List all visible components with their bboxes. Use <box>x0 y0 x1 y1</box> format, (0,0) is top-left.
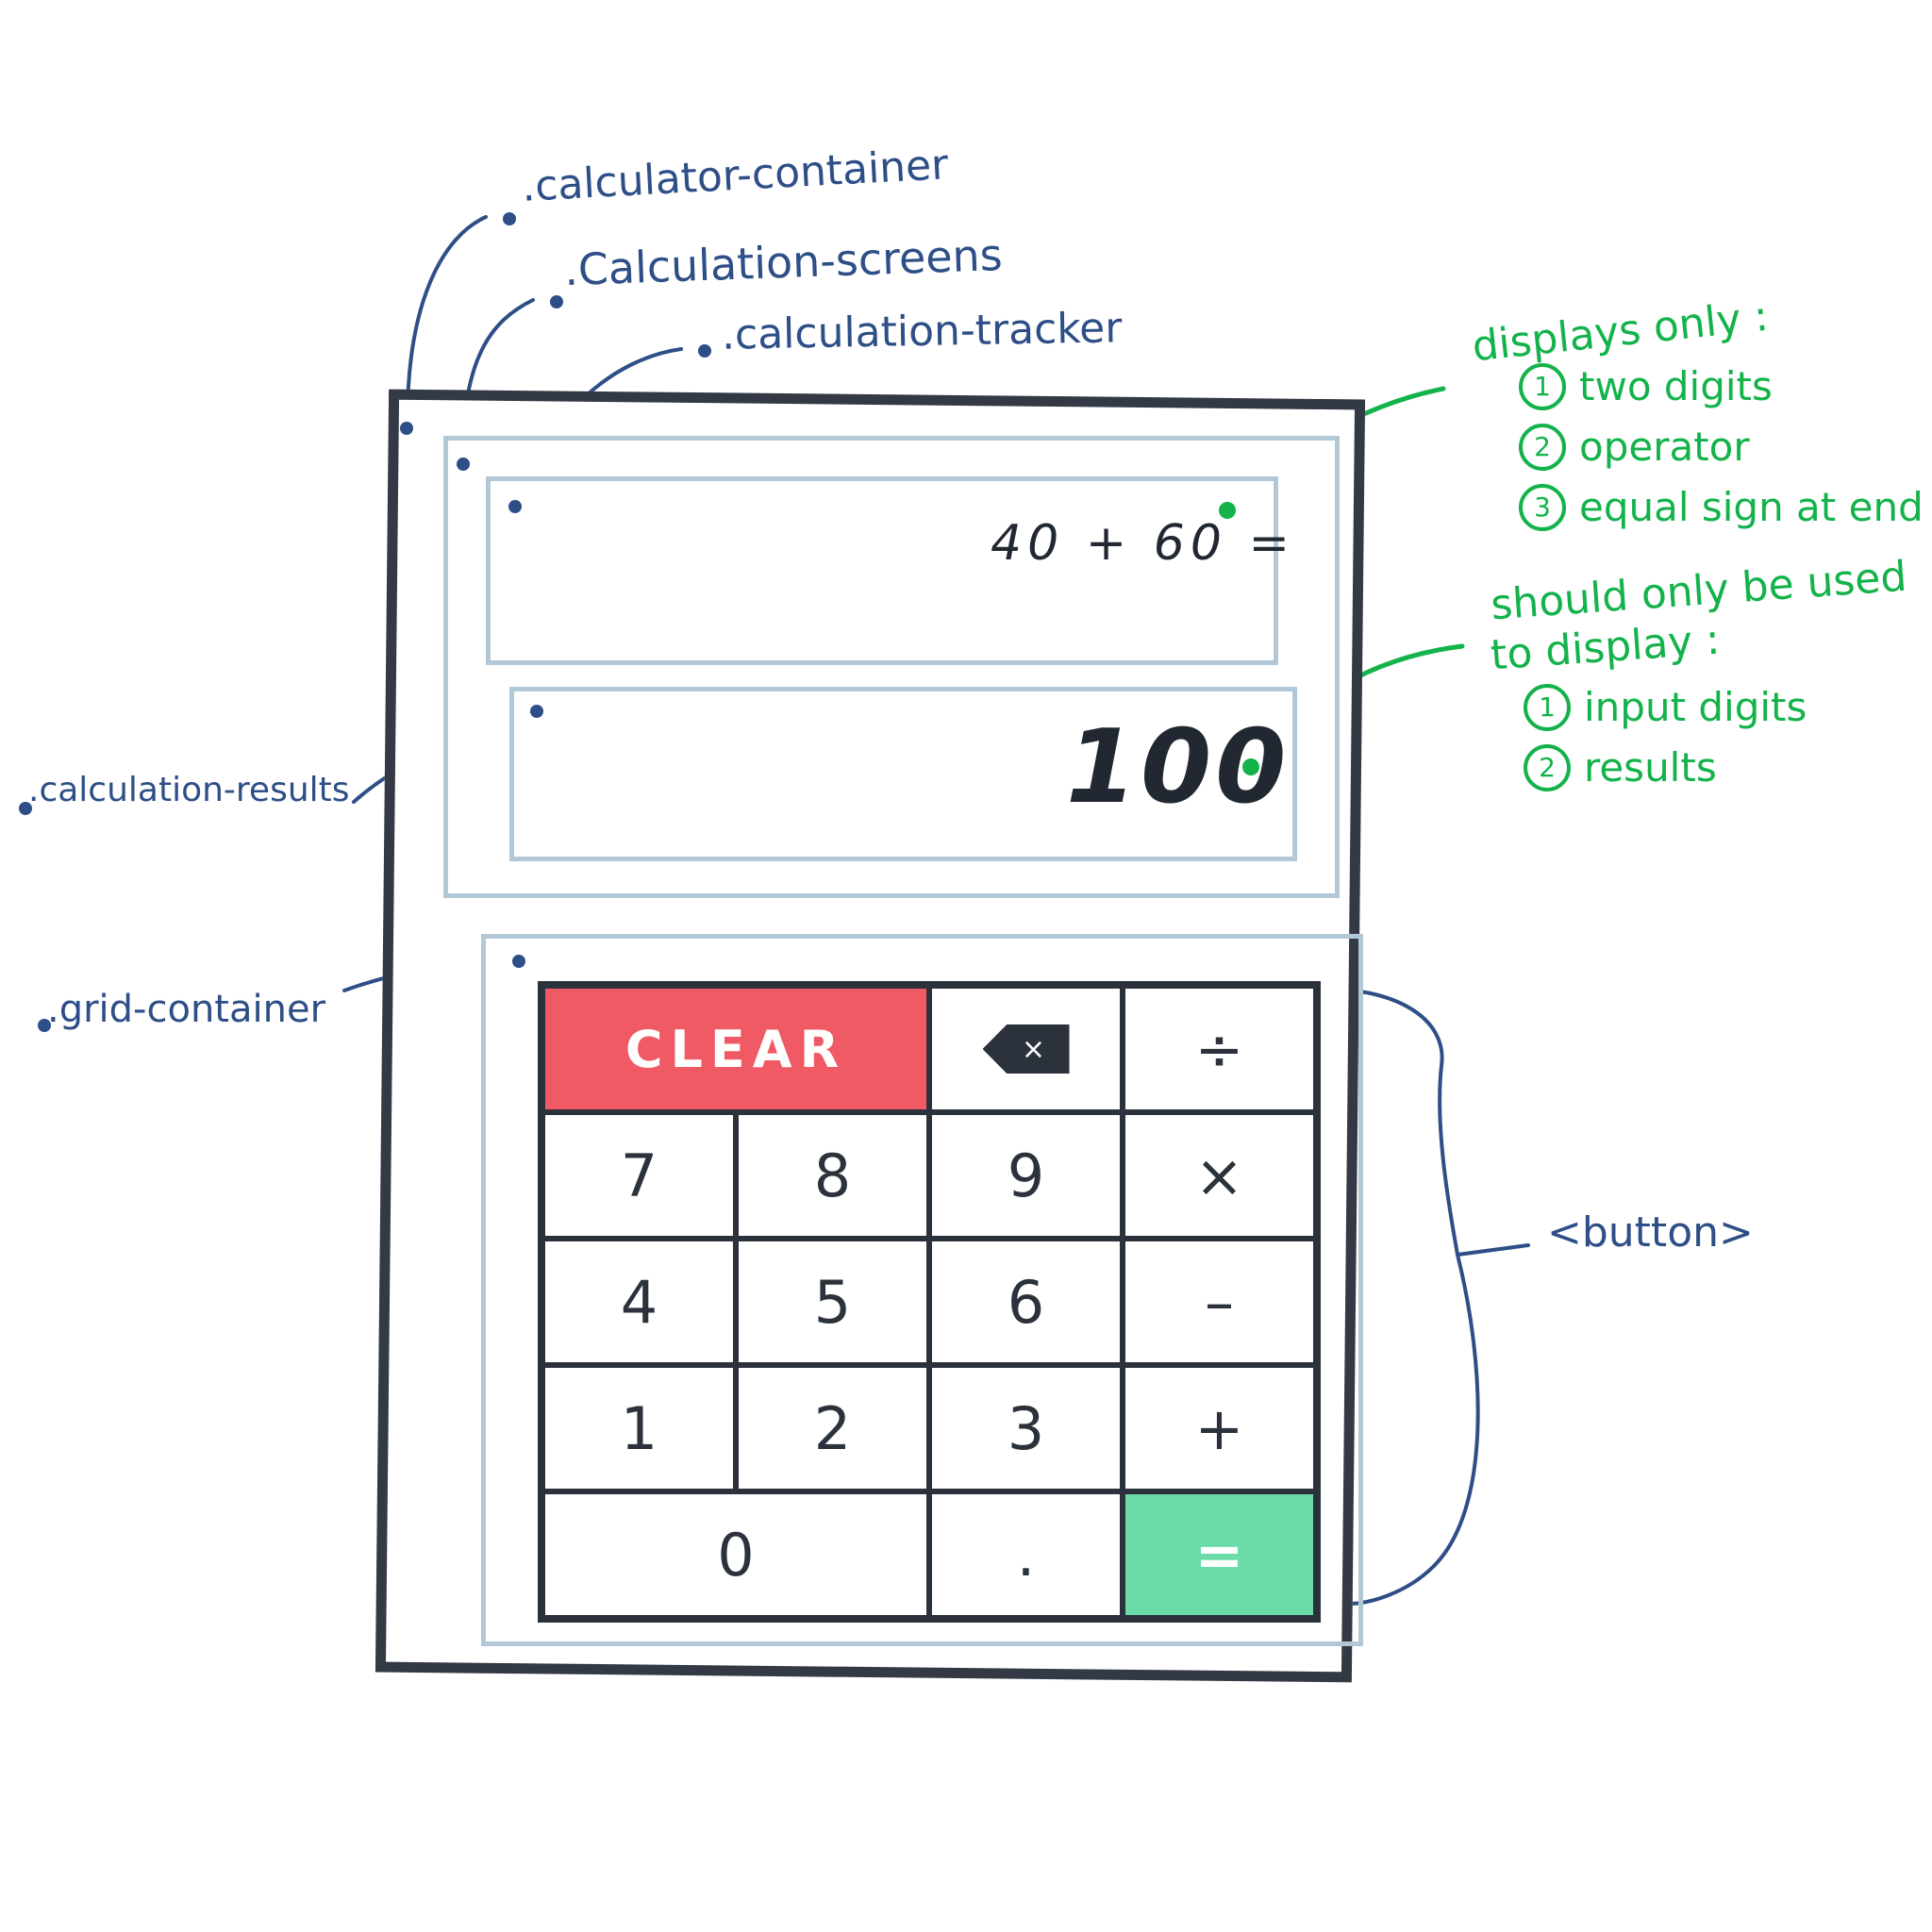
equals-button[interactable]: = <box>1123 1491 1316 1618</box>
results-note-item: 1 input digits <box>1524 684 1807 731</box>
anchor-dot <box>512 955 525 968</box>
results-note-text: results <box>1584 744 1717 791</box>
label-calculation-results: .calculation-results <box>28 771 350 809</box>
anchor-dot <box>400 422 413 435</box>
number-marker: 1 <box>1519 363 1566 410</box>
tracker-display-text: 40 + 60 = <box>991 515 1296 572</box>
results-note-item: 2 results <box>1524 744 1807 791</box>
connector-button-brace <box>1309 986 1530 1606</box>
connector-calculator-container <box>405 215 488 431</box>
number-marker: 2 <box>1519 424 1566 471</box>
results-note-list: 1 input digits 2 results <box>1524 684 1807 791</box>
anchor-dot <box>1219 502 1236 519</box>
minus-button[interactable]: – <box>1123 1239 1316 1365</box>
label-dot <box>698 344 711 358</box>
plus-button[interactable]: + <box>1123 1365 1316 1491</box>
anchor-dot <box>1242 758 1259 775</box>
label-dot <box>38 1019 51 1032</box>
five-button[interactable]: 5 <box>736 1239 929 1365</box>
label-grid-container: .grid-container <box>47 988 326 1031</box>
label-dot <box>503 212 516 225</box>
divide-button[interactable]: ÷ <box>1123 986 1316 1112</box>
tracker-note-text: two digits <box>1579 363 1773 409</box>
label-dot <box>550 295 563 308</box>
tracker-note-list: 1 two digits 2 operator 3 equal sign at … <box>1519 363 1924 531</box>
label-dot <box>19 802 32 815</box>
label-calculation-tracker: .calculation-tracker <box>721 304 1123 359</box>
one-button[interactable]: 1 <box>542 1365 736 1491</box>
calculator-keypad: CLEAR × ÷ 7 8 9 × 4 5 6 – 1 2 3 + 0 . = <box>538 981 1321 1623</box>
decimal-button[interactable]: . <box>929 1491 1123 1618</box>
grid-container-box <box>481 934 1363 1646</box>
tracker-note-item: 3 equal sign at end <box>1519 484 1924 531</box>
eight-button[interactable]: 8 <box>736 1112 929 1239</box>
three-button[interactable]: 3 <box>929 1365 1123 1491</box>
anchor-dot <box>457 458 470 471</box>
four-button[interactable]: 4 <box>542 1239 736 1365</box>
two-button[interactable]: 2 <box>736 1365 929 1491</box>
anchor-dot <box>530 705 543 718</box>
zero-button[interactable]: 0 <box>542 1491 929 1618</box>
tracker-note-text: equal sign at end <box>1579 484 1924 530</box>
results-note-text: input digits <box>1584 684 1807 730</box>
multiply-button[interactable]: × <box>1123 1112 1316 1239</box>
six-button[interactable]: 6 <box>929 1239 1123 1365</box>
tracker-note-item: 2 operator <box>1519 424 1924 471</box>
backspace-icon: × <box>982 1024 1070 1074</box>
nine-button[interactable]: 9 <box>929 1112 1123 1239</box>
number-marker: 1 <box>1524 684 1571 731</box>
calculation-tracker-box <box>486 476 1278 665</box>
tracker-note-item: 1 two digits <box>1519 363 1924 410</box>
seven-button[interactable]: 7 <box>542 1112 736 1239</box>
clear-button[interactable]: CLEAR <box>542 986 929 1112</box>
number-marker: 2 <box>1524 744 1571 791</box>
number-marker: 3 <box>1519 484 1566 531</box>
calculation-results-box <box>509 687 1297 861</box>
tracker-note-text: operator <box>1579 424 1750 470</box>
label-button: <button> <box>1547 1208 1754 1257</box>
delete-button[interactable]: × <box>929 986 1123 1112</box>
calculation-screens-box <box>443 436 1340 898</box>
anchor-dot <box>508 500 522 513</box>
